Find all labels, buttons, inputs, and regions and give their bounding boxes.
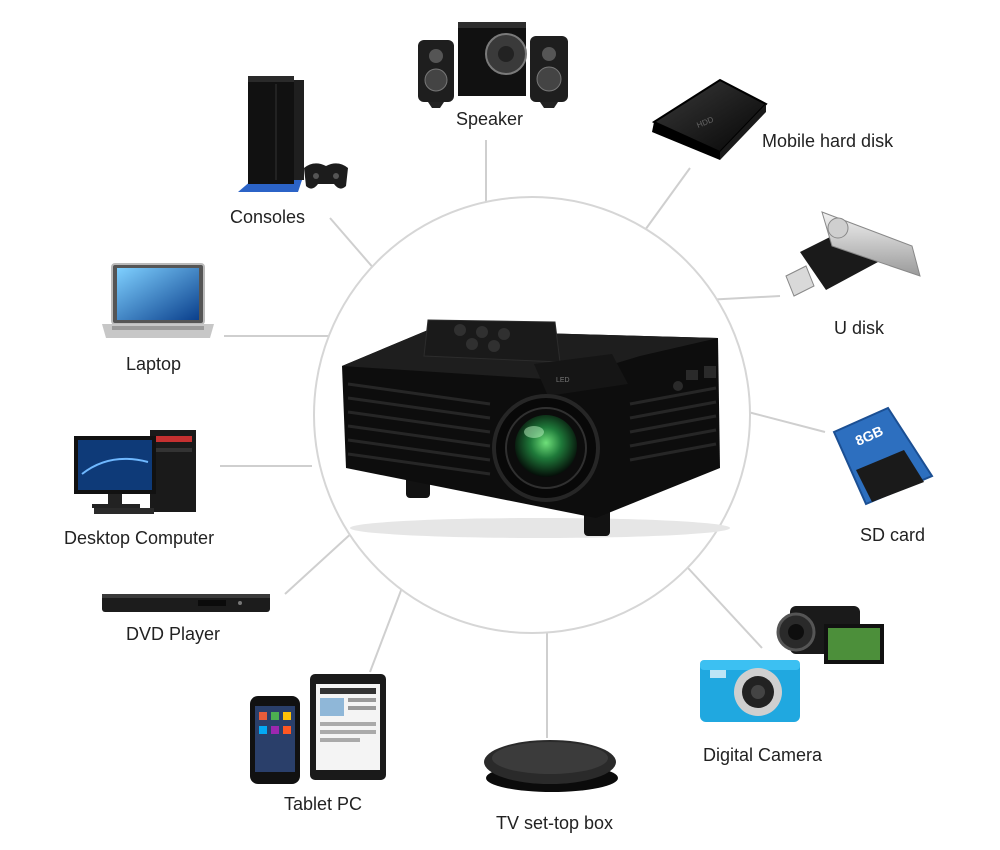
dvd-player-icon — [102, 594, 270, 612]
label-digital-camera: Digital Camera — [703, 745, 823, 765]
label-tv-set-top-box: TV set-top box — [496, 813, 614, 833]
label-tablet-pc: Tablet PC — [284, 794, 363, 814]
speaker-icon — [418, 22, 568, 108]
desktop-computer-icon — [74, 430, 196, 514]
connector-digital-camera — [675, 554, 763, 649]
label-speaker: Speaker — [456, 109, 524, 129]
label-dvd-player: DVD Player — [126, 624, 221, 644]
connector-dvd-player — [284, 529, 356, 595]
label-consoles: Consoles — [230, 207, 306, 227]
sd-card-icon: 8GB — [832, 406, 934, 506]
label-laptop: Laptop — [126, 354, 182, 374]
label-mobile-hard-disk: Mobile hard disk — [762, 131, 894, 151]
projector-brand-text: LED — [556, 377, 570, 384]
set-top-box-icon — [484, 740, 618, 792]
label-desktop-computer: Desktop Computer — [64, 528, 215, 548]
laptop-icon — [102, 263, 214, 338]
usb-drive-icon — [785, 211, 921, 297]
game-console-icon — [238, 76, 348, 192]
connector-sd-card — [747, 411, 826, 433]
hard-disk-icon: HDD — [651, 78, 768, 160]
tablet-icon — [250, 674, 386, 784]
label-sd-card: SD card — [860, 525, 926, 545]
projector-icon: LED — [342, 319, 730, 538]
label-u-disk: U disk — [834, 318, 885, 338]
camera-icon — [700, 606, 884, 722]
